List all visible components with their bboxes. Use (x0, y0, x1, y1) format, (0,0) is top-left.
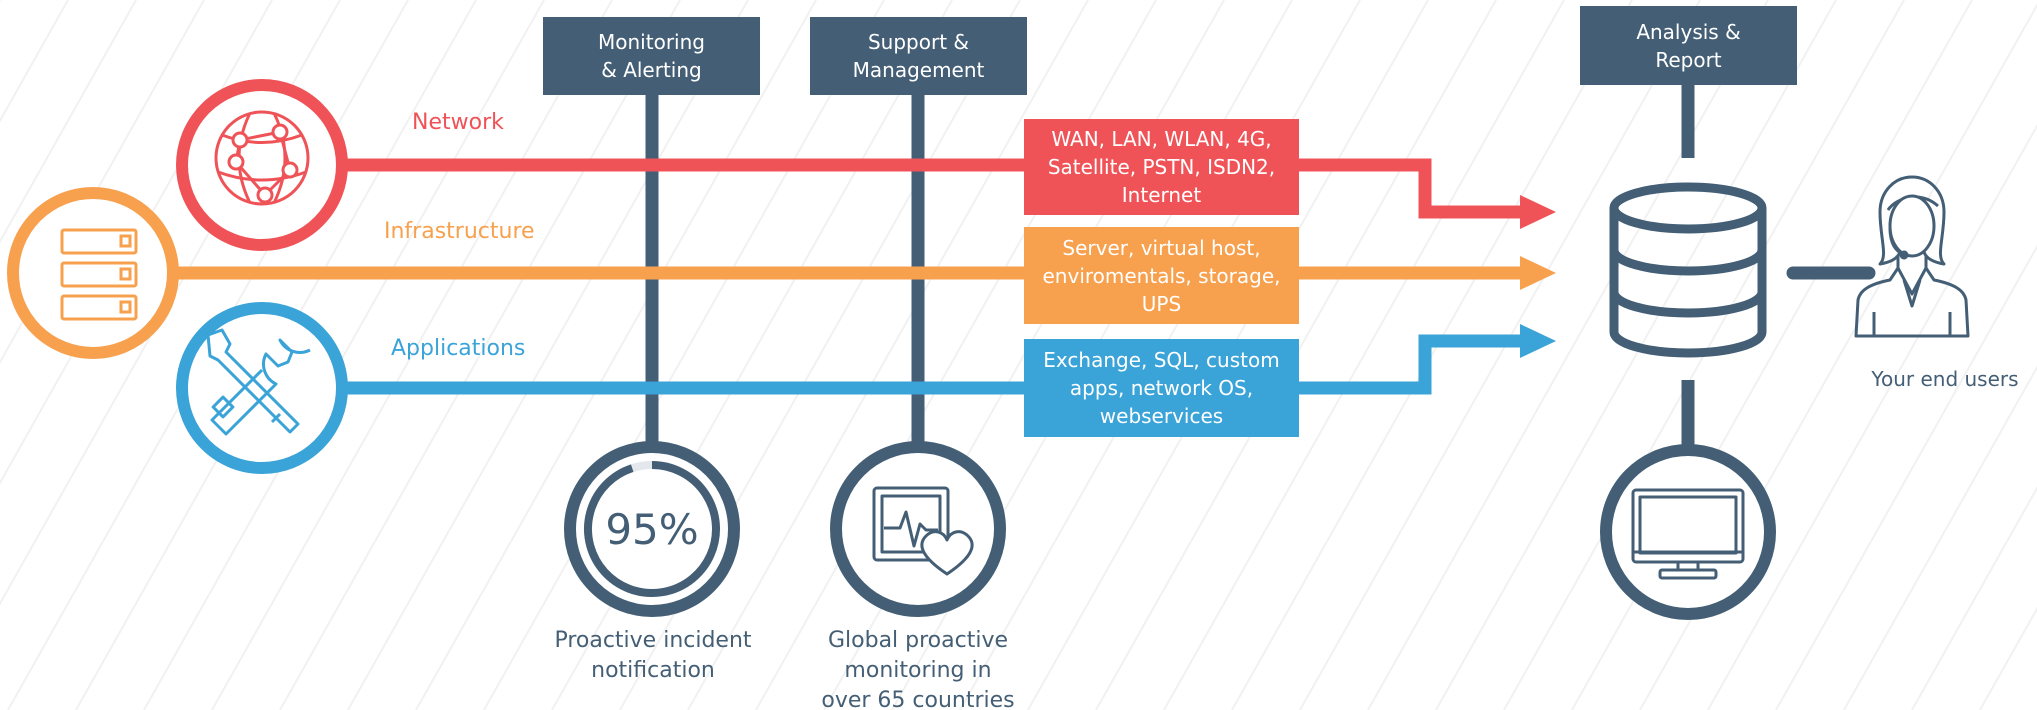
background-stripe (143, 0, 545, 710)
background-stripe (347, 0, 749, 710)
background-stripe (1979, 606, 2037, 710)
end-users-label: Your end users (1871, 367, 2019, 391)
incident-caption: Proactive incident notification (554, 628, 752, 683)
background-stripe (1707, 123, 2037, 710)
background-stripe (279, 0, 681, 710)
applications-label: Applications (391, 336, 526, 361)
incident-progress-indicator (564, 441, 740, 617)
background-stripe (415, 0, 817, 710)
background-stripe (0, 0, 69, 123)
background-stripe (1163, 0, 1565, 710)
network-detail-box: WAN, LAN, WLAN, 4G, Satellite, PSTN, ISD… (1024, 119, 1299, 215)
background-stripe (483, 0, 885, 710)
background-stripe (1299, 0, 1701, 710)
support-management-header: Support & Management (810, 17, 1027, 95)
background-stripe (211, 0, 613, 710)
infrastructure-detail-box: Server, virtual host, enviromentals, sto… (1024, 227, 1299, 324)
background-stripe (1775, 244, 2037, 710)
globe-network-icon (176, 79, 348, 251)
analysis-report-header: Analysis & Report (1580, 6, 1797, 85)
background-stripe (0, 0, 205, 365)
infrastructure-label: Infrastructure (384, 219, 535, 244)
background-stripe (755, 0, 1157, 710)
network-stream-line (338, 158, 1522, 219)
network-arrow-icon (1520, 195, 1556, 229)
network-label: Network (412, 110, 504, 135)
background-stripe (1435, 0, 1837, 710)
background-stripe (1911, 486, 2037, 710)
background-stripe (0, 0, 137, 244)
background-stripe (1843, 365, 2037, 710)
support-agent-icon (1854, 175, 1970, 338)
background-stripe (687, 0, 1089, 710)
background-stripe (1367, 0, 1769, 710)
global-caption: Global proactive monitoring in over 65 c… (821, 628, 1015, 710)
computer-monitor-icon (1600, 444, 1776, 620)
applications-arrow-icon (1520, 324, 1556, 358)
monitoring-alerting-header: Monitoring & Alerting (543, 17, 760, 95)
applications-stream-line (338, 334, 1522, 395)
incident-percent-value: 95% (605, 505, 699, 554)
background-stripe (1571, 0, 1973, 710)
heart-monitor-icon (830, 441, 1006, 617)
background-stripe (1231, 0, 1633, 710)
database-icon (1609, 182, 1767, 358)
applications-detail-box: Exchange, SQL, custom apps, network OS, … (1024, 339, 1299, 437)
server-rack-icon (7, 187, 179, 359)
incident-progress-arc (584, 461, 720, 597)
tools-icon (176, 302, 348, 474)
infrastructure-arrow-icon (1520, 256, 1556, 290)
